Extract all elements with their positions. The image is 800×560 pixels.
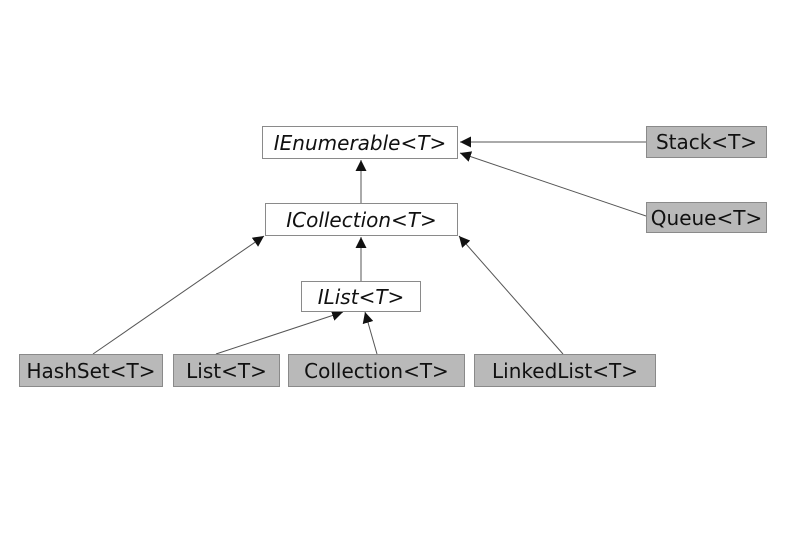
edge-linkedlist-to-icollection: [458, 235, 564, 355]
node-collection: Collection<T>: [288, 354, 465, 387]
node-list: List<T>: [173, 354, 280, 387]
edge-queue-to-ienumerable: [459, 151, 647, 217]
node-hashset: HashSet<T>: [19, 354, 163, 387]
node-linkedlist: LinkedList<T>: [474, 354, 656, 387]
node-ienumerable: IEnumerable<T>: [262, 126, 458, 159]
edge-list-to-ilist: [215, 310, 344, 355]
node-icollection: ICollection<T>: [265, 203, 458, 236]
node-queue: Queue<T>: [646, 202, 767, 233]
node-ilist: IList<T>: [301, 281, 421, 312]
edge-collection-to-ilist: [362, 311, 378, 355]
edge-hashset-to-icollection: [92, 235, 265, 355]
node-stack: Stack<T>: [646, 126, 767, 158]
